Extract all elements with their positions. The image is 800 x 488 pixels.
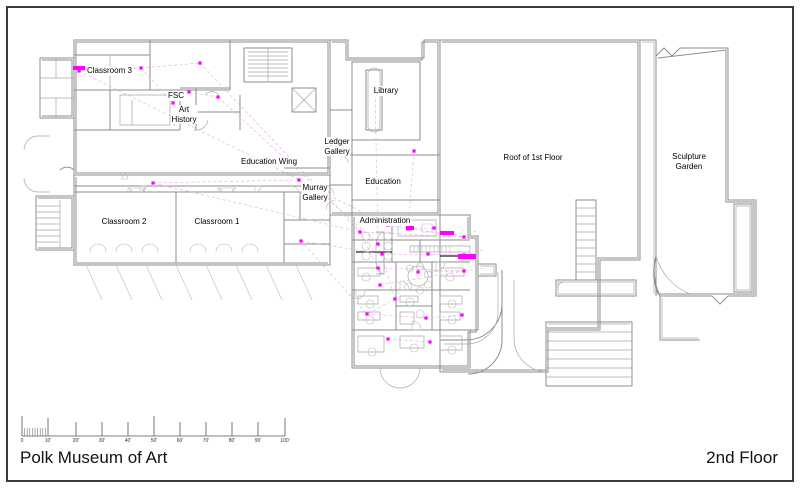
network-marker	[171, 101, 175, 105]
network-marker	[380, 252, 384, 256]
room-label-art-history: Art History	[170, 105, 198, 124]
room-label-education-wing: Education Wing	[239, 157, 299, 167]
scale-bar	[21, 416, 286, 437]
network-marker	[365, 312, 369, 316]
network-marker	[358, 230, 362, 234]
network-hubs-layer	[73, 66, 476, 259]
network-hub	[458, 254, 476, 259]
scale-tick-10ft: 10'	[44, 438, 52, 444]
network-marker	[424, 316, 428, 320]
network-marker	[462, 269, 466, 273]
floor-label: 2nd Floor	[706, 448, 778, 467]
network-marker	[428, 340, 432, 344]
network-marker	[77, 69, 81, 73]
network-marker	[378, 283, 382, 287]
room-label-classroom-2: Classroom 2	[100, 217, 148, 227]
room-label-education: Education	[364, 177, 402, 187]
network-marker	[216, 95, 220, 99]
network-marker	[198, 61, 202, 65]
room-label-classroom-3: Classroom 3	[86, 66, 133, 76]
network-marker	[416, 270, 420, 274]
network-marker	[426, 252, 430, 256]
network-hub	[406, 226, 414, 230]
scale-tick-70ft: 70'	[202, 438, 210, 444]
network-marker	[151, 181, 155, 185]
network-marker	[386, 337, 390, 341]
administration-detail-block	[351, 214, 497, 389]
sculpture-garden-walls	[640, 39, 757, 341]
scale-tick-60ft: 60'	[176, 438, 184, 444]
network-marker	[299, 239, 303, 243]
room-label-ledger-gallery: Ledger Gallery	[323, 137, 351, 156]
room-label-sculpture-garden: Sculpture Garden	[671, 152, 707, 171]
scale-tick-40ft: 40'	[124, 438, 132, 444]
network-marker	[187, 90, 191, 94]
page-title: Polk Museum of Art	[20, 448, 168, 467]
network-hub	[73, 66, 85, 70]
network-marker	[393, 297, 397, 301]
room-label-roof-of-1st-floor: Roof of 1st Floor	[502, 153, 564, 163]
room-label-library: Library	[372, 86, 400, 96]
network-hub	[440, 231, 454, 235]
scale-tick-30ft: 30'	[98, 438, 106, 444]
scale-tick-100ft: 100'	[280, 438, 290, 444]
network-marker	[297, 178, 301, 182]
network-markers-layer	[77, 61, 466, 344]
scale-tick-90ft: 90'	[254, 438, 262, 444]
network-marker	[462, 235, 466, 239]
scale-tick-0: 0	[20, 438, 24, 444]
scale-tick-80ft: 80'	[228, 438, 236, 444]
network-marker	[460, 313, 464, 317]
room-label-administration: Administration	[358, 216, 412, 226]
room-label-classroom-1: Classroom 1	[193, 217, 241, 227]
network-marker	[412, 149, 416, 153]
room-label-murray-gallery: Murray Gallery	[301, 183, 329, 202]
network-cable-lines	[78, 62, 487, 343]
west-wing-walls	[23, 39, 331, 301]
room-label-fsc: FSC	[167, 91, 185, 101]
scale-tick-20ft: 20'	[72, 438, 80, 444]
network-marker	[139, 66, 143, 70]
network-marker	[432, 226, 436, 230]
network-marker	[376, 242, 380, 246]
network-marker	[376, 266, 380, 270]
scale-tick-50ft: 50'	[150, 438, 158, 444]
